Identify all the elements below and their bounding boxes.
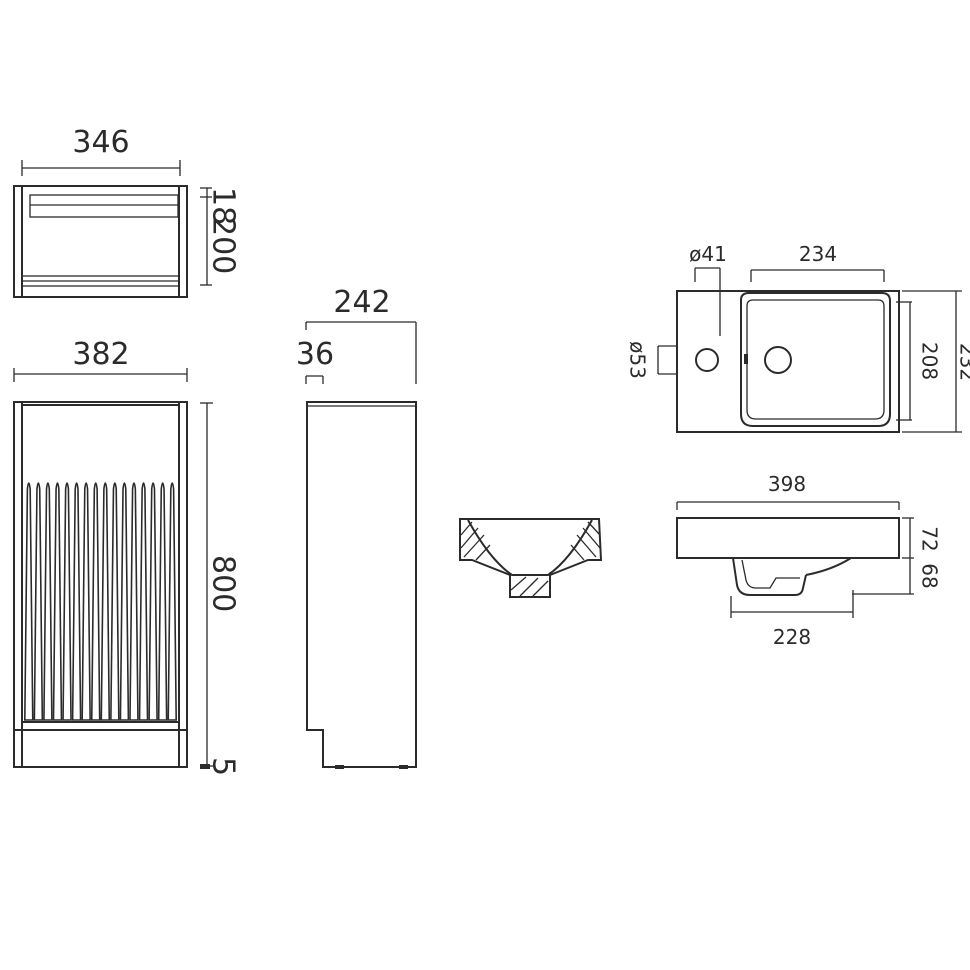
side-depth-dim: 242 [305, 285, 417, 384]
dim-232: 232 [956, 343, 970, 381]
dim-200: 200 [206, 217, 241, 274]
basin-height-dim: 72 68 [852, 517, 942, 595]
dim-68: 68 [918, 563, 942, 588]
dim-398: 398 [768, 472, 806, 496]
dim-382: 382 [72, 337, 129, 372]
flute [157, 482, 168, 721]
fluted-panel [23, 482, 178, 721]
basin-depth-dim: 232 [902, 290, 970, 433]
flute [71, 482, 82, 721]
basin-plan [676, 290, 900, 433]
front-view [13, 401, 188, 768]
dim-208: 208 [918, 342, 942, 380]
dim-242: 242 [333, 285, 390, 320]
flute [100, 482, 111, 721]
front-width-dim: 382 [13, 337, 188, 382]
dim-o53: ø53 [626, 341, 650, 379]
top-width-dim: 346 [21, 125, 181, 176]
flute [138, 482, 149, 721]
flute [23, 482, 34, 721]
flute [43, 482, 53, 721]
dim-5: 5 [206, 757, 241, 776]
basin-width-dim: 398 [676, 472, 900, 510]
side-step-dim: 36 [296, 337, 334, 384]
flute [167, 482, 178, 721]
flute [110, 482, 120, 721]
dim-72: 72 [918, 526, 942, 551]
dim-o41: ø41 [689, 242, 727, 266]
flute [119, 482, 130, 721]
flute [81, 482, 91, 721]
waste-hole-dim: ø53 [626, 341, 676, 379]
side-view [306, 401, 417, 769]
dim-228: 228 [773, 625, 811, 649]
dim-36: 36 [296, 337, 334, 372]
basin-spread-dim: 228 [730, 590, 854, 649]
bowl-depth-dim: 208 [896, 301, 942, 421]
flute [148, 482, 158, 721]
basin-elevation [676, 517, 900, 596]
bowl-width-dim: 234 [750, 242, 885, 282]
flute [52, 482, 63, 721]
flute [33, 482, 44, 721]
dim-346: 346 [72, 125, 129, 160]
flute [62, 482, 72, 721]
front-height-dim: 800 5 [200, 402, 241, 776]
flute [129, 482, 139, 721]
tap-hole-dim: ø41 [689, 242, 727, 336]
dim-234: 234 [799, 242, 837, 266]
dim-18: 18 [206, 187, 241, 225]
flute [90, 482, 101, 721]
top-view [13, 185, 188, 298]
top-depth-dim: 18 200 [200, 187, 241, 286]
basin-section [459, 518, 603, 598]
dim-800: 800 [206, 555, 241, 612]
